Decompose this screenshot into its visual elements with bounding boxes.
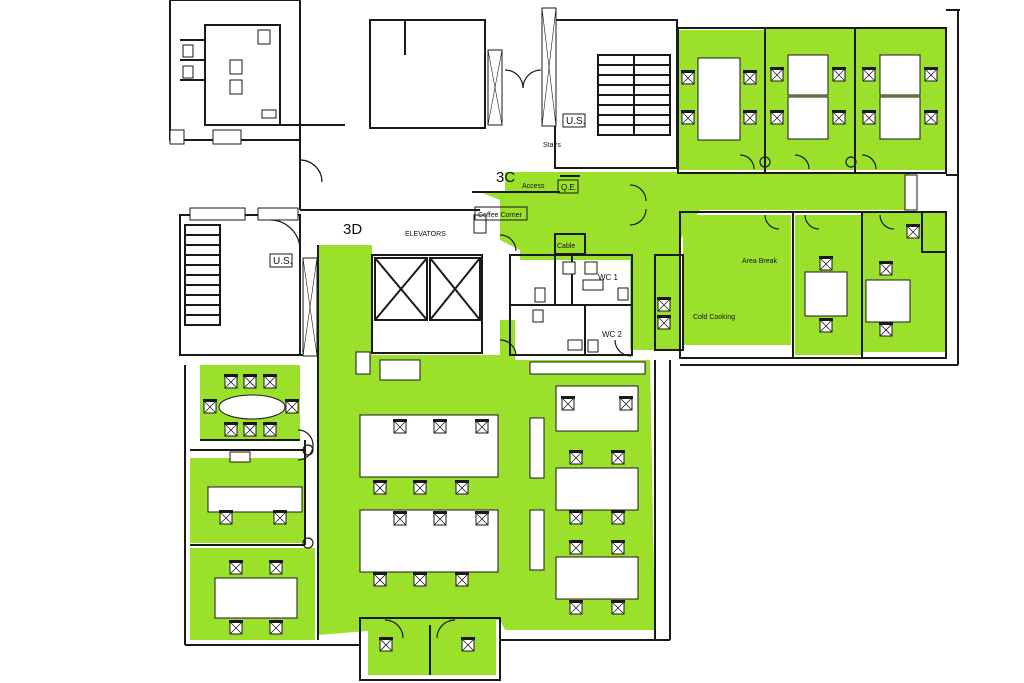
label-zone-3d: 3D <box>343 221 362 238</box>
label-cable: Cable <box>557 243 575 250</box>
label-coffee-corner: Coffee Corner <box>478 212 523 219</box>
label-zone-3c: 3C <box>496 169 515 186</box>
desks <box>207 54 921 619</box>
label-elevators: ELEVATORS <box>405 231 446 238</box>
label-us-left: U.S. <box>273 256 292 267</box>
label-us-top: U.S. <box>566 116 585 127</box>
shafts <box>169 7 918 375</box>
label-cold-cooking: Cold Cooking <box>693 314 735 321</box>
label-area-break: Area Break <box>742 258 778 265</box>
label-wc2: WC 2 <box>602 330 623 339</box>
label-wc1: WC 1 <box>598 273 619 282</box>
label-stairs: Stairs <box>543 142 561 149</box>
label-qe: Q.E. <box>561 183 577 192</box>
walls <box>169 0 960 681</box>
label-access: Access <box>522 183 545 190</box>
label-frames <box>269 113 586 268</box>
room-labels: U.S. Stairs 3C Access Q.E. Coffee Corner… <box>273 116 778 339</box>
